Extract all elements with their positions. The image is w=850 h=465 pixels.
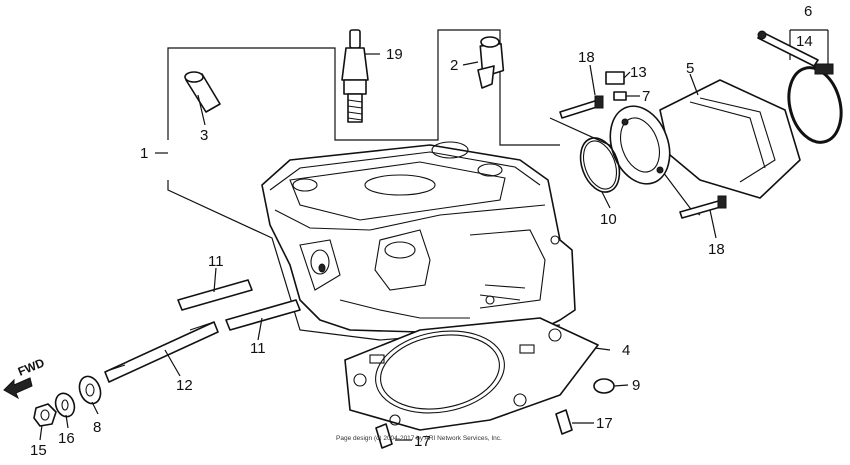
cylinder-head xyxy=(261,141,576,336)
washer-8 xyxy=(78,375,102,405)
bolt-upper xyxy=(559,95,604,119)
callout-18-top: 18 xyxy=(578,49,595,66)
intake-insulator xyxy=(609,79,801,199)
callout-17-left: 17 xyxy=(414,433,431,450)
washer-7 xyxy=(613,91,627,101)
callout-2: 2 xyxy=(450,57,458,74)
dowel-pin-upper xyxy=(177,279,253,311)
callout-18-bottom: 18 xyxy=(708,241,725,258)
callout-11-lower: 11 xyxy=(250,340,266,357)
callout-16: 16 xyxy=(58,430,75,447)
bracket-6-14 xyxy=(789,29,829,70)
callout-4: 4 xyxy=(622,342,630,359)
callout-numbers: 1 2 3 4 5 6 7 8 9 10 11 11 12 13 14 15 1… xyxy=(30,3,813,459)
callout-3: 3 xyxy=(200,127,208,144)
stud-bolt-long xyxy=(104,321,219,383)
valve-guide-right xyxy=(477,36,505,89)
group-bracket-1 xyxy=(167,29,560,146)
o-ring-9 xyxy=(593,378,615,394)
callout-6: 6 xyxy=(804,3,812,20)
callout-1: 1 xyxy=(140,145,148,162)
callout-15: 15 xyxy=(30,442,47,459)
head-gasket xyxy=(344,317,599,431)
callout-12: 12 xyxy=(176,377,193,394)
o-ring-intake xyxy=(579,137,621,193)
dowel-pin-17-right xyxy=(555,409,573,435)
callout-13: 13 xyxy=(630,64,647,81)
callout-11-upper: 11 xyxy=(208,253,224,270)
callout-9: 9 xyxy=(632,377,640,394)
nut-15 xyxy=(33,403,57,427)
fwd-label: FWD xyxy=(16,355,47,378)
washer-16 xyxy=(54,392,76,418)
valve-guide-left xyxy=(184,71,221,113)
dowel-pin-17-left xyxy=(375,423,393,449)
bolt-lower xyxy=(679,195,727,219)
copyright-watermark: Page design (c) 2004-2017 by ARI Network… xyxy=(336,435,502,442)
callout-7: 7 xyxy=(642,88,650,105)
callout-19: 19 xyxy=(386,46,403,63)
callout-8: 8 xyxy=(93,419,101,436)
stud-bolt-13 xyxy=(605,71,625,85)
callout-14: 14 xyxy=(796,33,813,50)
dowel-pin-lower xyxy=(225,299,301,331)
callout-10: 10 xyxy=(600,211,617,228)
callout-17-right: 17 xyxy=(596,415,613,432)
fwd-arrow-icon xyxy=(3,377,33,400)
intake-band xyxy=(787,63,843,144)
leader-lines xyxy=(39,53,717,441)
spark-plug xyxy=(341,29,369,123)
callout-5: 5 xyxy=(686,60,694,77)
